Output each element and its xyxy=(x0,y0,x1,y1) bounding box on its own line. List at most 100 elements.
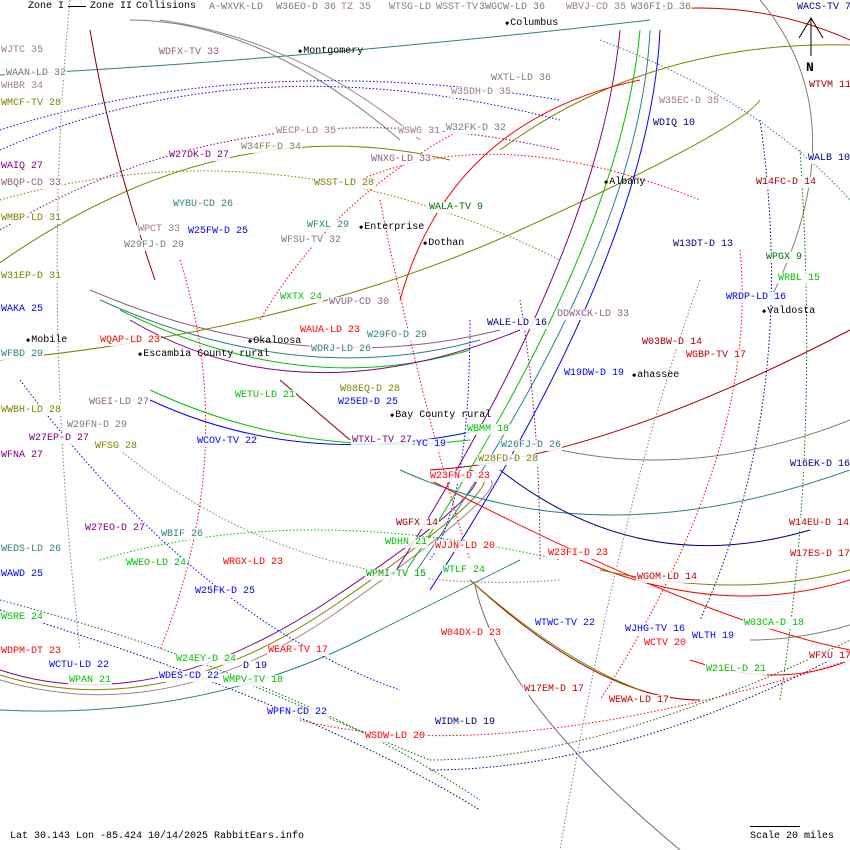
station-label[interactable]: WFNA 27 xyxy=(0,450,45,461)
station-label[interactable]: WDHN 21 xyxy=(384,537,429,548)
station-label[interactable]: WDES-CD 22 xyxy=(158,671,221,682)
station-label[interactable]: WBIF 26 xyxy=(160,529,205,540)
station-label[interactable]: WDFX-TV 33 xyxy=(158,47,221,58)
station-label[interactable]: WPFN-CD 22 xyxy=(266,707,329,718)
station-label[interactable]: WLTH 19 xyxy=(691,631,736,642)
station-label[interactable]: WTVM 11 xyxy=(808,80,850,91)
station-label[interactable]: WETU-LD 21 xyxy=(234,390,297,401)
station-label[interactable]: WSDW-LD 20 xyxy=(364,731,427,742)
station-label[interactable]: WAIQ 27 xyxy=(0,161,45,172)
station-label[interactable]: WIDM-LD 19 xyxy=(434,717,497,728)
station-label[interactable]: WGOM-LD 14 xyxy=(636,572,699,583)
station-label[interactable]: WMCF-TV 28 xyxy=(0,98,63,109)
station-label[interactable]: WRGX-LD 23 xyxy=(222,557,285,568)
station-label[interactable]: WGEI-LD 27 xyxy=(88,397,151,408)
station-label[interactable]: WDRJ-LD 26 xyxy=(310,344,373,355)
station-label[interactable]: W25FK-D 25 xyxy=(194,586,257,597)
station-label[interactable]: W25ED-D 25 xyxy=(337,397,400,408)
station-label[interactable]: WGBP-TV 17 xyxy=(685,350,748,361)
station-label[interactable]: 3WGCW-LD 36 xyxy=(478,2,547,13)
station-label[interactable]: WSST-LD 28 xyxy=(313,178,376,189)
station-label[interactable]: W35EC-D 35 xyxy=(658,96,721,107)
station-label[interactable]: A-WXVK-LD xyxy=(208,2,265,13)
station-label[interactable]: WVUP-CD 30 xyxy=(328,297,391,308)
station-label[interactable]: WTXL-TV 27 xyxy=(351,435,414,446)
station-label[interactable]: WFXU 17 xyxy=(808,651,850,662)
station-label[interactable]: WMPV-TV 18 xyxy=(222,675,285,686)
station-label[interactable]: WTWC-TV 22 xyxy=(534,618,597,629)
station-label[interactable]: WTLF 24 xyxy=(442,565,487,576)
station-label[interactable]: W03CA-D 18 xyxy=(743,618,806,629)
station-label[interactable]: WMBP-LD 31 xyxy=(0,213,63,224)
station-label[interactable]: WALB 10 xyxy=(807,153,850,164)
station-label[interactable]: W17ES-D 17 xyxy=(789,549,850,560)
station-label[interactable]: WCTU-LD 22 xyxy=(48,660,111,671)
station-label[interactable]: WHBR 34 xyxy=(0,81,45,92)
station-label[interactable]: WRBL 15 xyxy=(777,273,822,284)
station-label[interactable]: WDPM-DT 23 xyxy=(0,646,63,657)
station-label[interactable]: W36EO-D 36 xyxy=(275,2,338,13)
station-label[interactable]: WDIQ 10 xyxy=(652,118,697,129)
station-label[interactable]: W26FJ-D 26 xyxy=(500,440,563,451)
station-label[interactable]: W27EO-D 27 xyxy=(84,523,147,534)
station-label[interactable]: W32FK-D 32 xyxy=(445,123,508,134)
station-label[interactable]: WECP-LD 35 xyxy=(275,126,338,137)
station-label[interactable]: WFSG 28 xyxy=(94,441,139,452)
station-label[interactable]: WAUA-LD 23 xyxy=(299,325,362,336)
station-label[interactable]: W17EM-D 17 xyxy=(523,684,586,695)
station-label[interactable]: WXTL-LD 36 xyxy=(490,73,553,84)
station-label[interactable]: WCOV-TV 22 xyxy=(196,436,259,447)
station-label[interactable]: D 19 xyxy=(242,661,269,672)
station-label[interactable]: W08EQ-D 28 xyxy=(339,384,402,395)
station-label[interactable]: W29FO-D 29 xyxy=(366,330,429,341)
station-label[interactable]: W03BW-D 14 xyxy=(641,337,704,348)
station-label[interactable]: W23FN-D 23 xyxy=(429,471,492,482)
station-label[interactable]: WEWA-LD 17 xyxy=(608,695,671,706)
station-label[interactable]: W29FN-D 29 xyxy=(66,420,129,431)
station-label[interactable]: W35DH-D 35 xyxy=(450,87,513,98)
station-label[interactable]: W34FF-D 34 xyxy=(240,142,303,153)
station-label[interactable]: W23FI-D 23 xyxy=(547,548,610,559)
station-label[interactable]: WFXL 29 xyxy=(306,220,351,231)
station-label[interactable]: W14EU-D 14 xyxy=(788,518,850,529)
station-label[interactable]: WSRE 24 xyxy=(0,612,45,623)
station-label[interactable]: YC 19 xyxy=(415,439,448,450)
station-label[interactable]: WSWG 31 xyxy=(397,126,442,137)
station-label[interactable]: WPAN 21 xyxy=(68,675,113,686)
station-label[interactable]: WXTX 24 xyxy=(279,292,324,303)
station-label[interactable]: WWEO-LD 24 xyxy=(125,558,188,569)
station-label[interactable]: W25FW-D 25 xyxy=(187,226,250,237)
station-label[interactable]: WJJN-LD 20 xyxy=(434,541,497,552)
station-label[interactable]: W19DW-D 19 xyxy=(563,368,626,379)
station-label[interactable]: WEAR-TV 17 xyxy=(267,645,330,656)
station-label[interactable]: W29FJ-D 29 xyxy=(123,240,186,251)
station-label[interactable]: WNXG-LD 33 xyxy=(370,154,433,165)
station-label[interactable]: W36FI-D 36 xyxy=(630,2,693,13)
station-label[interactable]: WBVJ-CD 35 xyxy=(565,2,628,13)
station-label[interactable]: W31EP-D 31 xyxy=(0,271,63,282)
station-label[interactable]: TZ 35 xyxy=(340,2,373,13)
station-label[interactable]: W14FC-D 14 xyxy=(755,177,818,188)
station-label[interactable]: WPMI-TV 15 xyxy=(365,569,428,580)
station-label[interactable]: W24EY-D 24 xyxy=(175,654,238,665)
station-label[interactable]: WAKA 25 xyxy=(0,304,45,315)
station-label[interactable]: WAAN-LD 32 xyxy=(5,68,68,79)
station-label[interactable]: WPGX 9 xyxy=(765,252,804,263)
station-label[interactable]: WCTV 20 xyxy=(643,638,688,649)
station-label[interactable]: WGFX 14 xyxy=(395,518,440,529)
station-label[interactable]: WQAP-LD 23 xyxy=(99,335,162,346)
station-label[interactable]: WALE-LD 16 xyxy=(486,318,549,329)
station-label[interactable]: WJTC 35 xyxy=(0,45,45,56)
station-label[interactable]: W27DK-D 27 xyxy=(168,150,231,161)
station-label[interactable]: W04DX-D 23 xyxy=(440,628,503,639)
station-label[interactable]: W27EP-D 27 xyxy=(28,433,91,444)
station-label[interactable]: WSST-TV xyxy=(435,2,480,13)
station-label[interactable]: WBMM 18 xyxy=(466,424,511,435)
station-label[interactable]: WPCT 33 xyxy=(137,224,182,235)
station-label[interactable]: WJHG-TV 16 xyxy=(624,624,687,635)
station-label[interactable]: W28FD-D 28 xyxy=(477,454,540,465)
station-label[interactable]: WTSG-LD xyxy=(388,2,433,13)
station-label[interactable]: WBQP-CD 33 xyxy=(0,178,63,189)
station-label[interactable]: DDWXCK-LD 33 xyxy=(556,309,631,320)
